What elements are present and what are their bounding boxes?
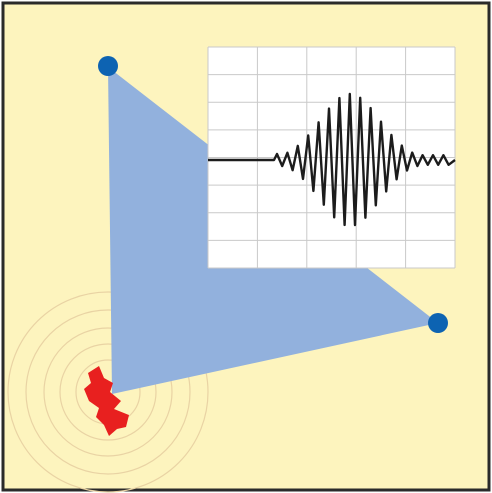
wave-ring [7,291,209,493]
seismograph-icon [207,46,456,269]
wave-ring [59,343,157,441]
seismogram-trace [208,92,456,227]
seismic-station-icon [428,313,448,333]
wave-ring [25,309,191,475]
epicenter-icon [84,366,129,436]
seismic-station-icon [98,56,118,76]
wave-ring [43,327,173,457]
seismograph-grid [207,46,456,269]
